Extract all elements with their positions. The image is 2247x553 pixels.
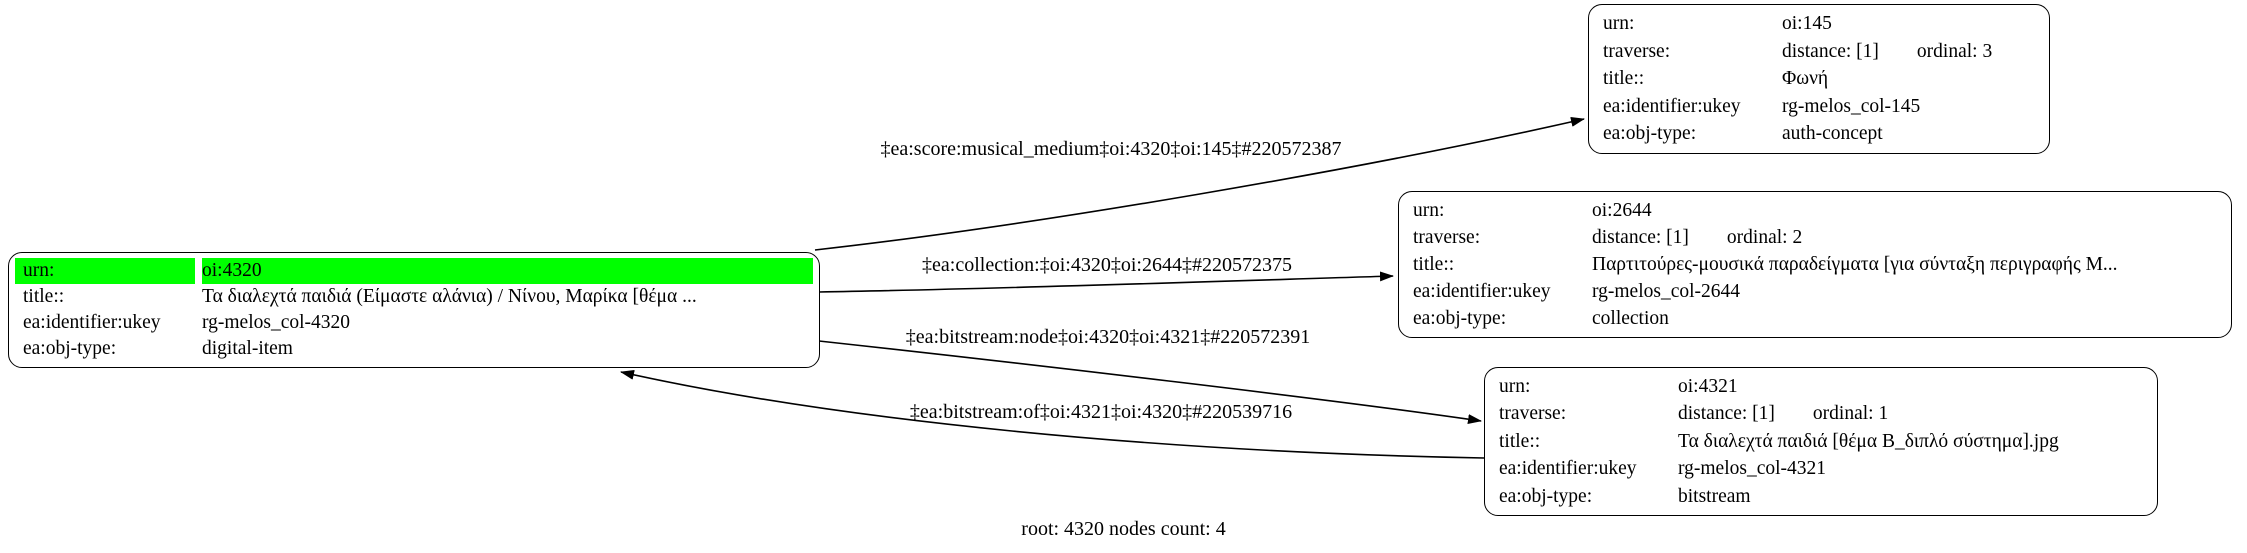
field-label: ea:obj-type: [1499, 485, 1593, 507]
node-oi-4320[interactable]: urn: oi:4320 title:: Τα διαλεχτά παιδιά … [8, 252, 820, 368]
node-row-urn: urn: oi:4320 [15, 258, 813, 284]
field-value: distance: [1]ordinal: 3 [1782, 40, 1993, 62]
field-label: ea:identifier:ukey [1413, 280, 1551, 302]
node-row-objtype: ea:obj-type: bitstream [1491, 483, 2151, 510]
field-value: Τα διαλεχτά παιδιά [θέμα Β_διπλό σύστημα… [1678, 430, 2059, 452]
field-label: title:: [1603, 68, 1645, 90]
field-value: distance: [1]ordinal: 1 [1678, 403, 1889, 425]
node-oi-4321[interactable]: urn: oi:4321 traverse: distance: [1]ordi… [1484, 367, 2158, 516]
node-oi-145[interactable]: urn: oi:145 traverse: distance: [1]ordin… [1588, 4, 2050, 154]
edge-collection [818, 271, 1394, 293]
field-value: oi:4321 [1678, 375, 1738, 397]
field-label: traverse: [1603, 40, 1671, 62]
node-row-urn: urn: oi:145 [1595, 10, 2043, 37]
node-row-identifier: ea:identifier:ukey rg-melos_col-4320 [15, 310, 813, 336]
edge-label-bitstream-of: ‡ea:bitstream:of‡oi:4321‡oi:4320‡#220539… [910, 401, 1292, 423]
node-row-objtype: ea:obj-type: digital-item [15, 336, 813, 362]
field-label: ea:obj-type: [23, 338, 117, 360]
field-value: digital-item [202, 338, 293, 360]
node-oi-2644[interactable]: urn: oi:2644 traverse: distance: [1]ordi… [1398, 191, 2232, 338]
field-value: auth-concept [1782, 123, 1883, 145]
field-label: ea:identifier:ukey [1499, 458, 1637, 480]
field-value: collection [1592, 307, 1669, 329]
edge-bitstream-of [620, 369, 1485, 459]
node-row-identifier: ea:identifier:ukey rg-melos_col-145 [1595, 93, 2043, 120]
field-label: title:: [23, 286, 65, 308]
field-value: rg-melos_col-145 [1782, 95, 1921, 117]
field-value: oi:2644 [1592, 199, 1652, 221]
field-label: ea:obj-type: [1603, 123, 1697, 145]
edge-label-collection: ‡ea:collection:‡oi:4320‡oi:2644‡#2205723… [922, 254, 1292, 276]
edge-bitstream-node [818, 340, 1482, 425]
node-row-urn: urn: oi:2644 [1405, 197, 2225, 224]
field-label: ea:identifier:ukey [23, 312, 161, 334]
field-value: oi:4320 [202, 258, 813, 284]
field-label: traverse: [1413, 226, 1481, 248]
field-label: ea:obj-type: [1413, 307, 1507, 329]
edge-score-musical-medium [814, 117, 1585, 251]
field-label: title:: [1413, 253, 1455, 275]
node-row-title: title:: Τα διαλεχτά παιδιά [θέμα Β_διπλό… [1491, 428, 2151, 455]
node-row-identifier: ea:identifier:ukey rg-melos_col-2644 [1405, 278, 2225, 305]
edge-label-bitstream-node: ‡ea:bitstream:node‡oi:4320‡oi:4321‡#2205… [906, 326, 1310, 348]
field-label: urn: [15, 258, 195, 284]
graph-caption: root: 4320 nodes count: 4 [1021, 518, 1226, 540]
field-value: Φωνή [1782, 68, 1829, 90]
field-value: bitstream [1678, 485, 1751, 507]
node-row-traverse: traverse: distance: [1]ordinal: 3 [1595, 38, 2043, 65]
field-label: urn: [1413, 199, 1445, 221]
field-value: rg-melos_col-4321 [1678, 458, 1827, 480]
node-row-title: title:: Παρτιτούρες-μουσικά παραδείγματα… [1405, 251, 2225, 278]
field-value: Τα διαλεχτά παιδιά (Είμαστε αλάνια) / Νί… [202, 286, 697, 308]
field-label: title:: [1499, 430, 1541, 452]
node-row-identifier: ea:identifier:ukey rg-melos_col-4321 [1491, 455, 2151, 482]
field-label: traverse: [1499, 403, 1567, 425]
field-value: rg-melos_col-4320 [202, 312, 351, 334]
node-row-title: title:: Φωνή [1595, 65, 2043, 92]
node-row-objtype: ea:obj-type: auth-concept [1595, 121, 2043, 148]
node-row-traverse: traverse: distance: [1]ordinal: 2 [1405, 224, 2225, 251]
node-row-urn: urn: oi:4321 [1491, 373, 2151, 400]
field-label: urn: [1603, 13, 1635, 35]
field-value: rg-melos_col-2644 [1592, 280, 1741, 302]
edge-label-score-musical-medium: ‡ea:score:musical_medium‡oi:4320‡oi:145‡… [880, 138, 1341, 160]
field-label: urn: [1499, 375, 1531, 397]
field-value: oi:145 [1782, 13, 1832, 35]
node-row-objtype: ea:obj-type: collection [1405, 305, 2225, 332]
node-row-title: title:: Τα διαλεχτά παιδιά (Είμαστε αλάν… [15, 284, 813, 310]
field-value: Παρτιτούρες-μουσικά παραδείγματα [για σύ… [1592, 253, 2118, 275]
field-label: ea:identifier:ukey [1603, 95, 1741, 117]
node-row-traverse: traverse: distance: [1]ordinal: 1 [1491, 401, 2151, 428]
field-value: distance: [1]ordinal: 2 [1592, 226, 1803, 248]
